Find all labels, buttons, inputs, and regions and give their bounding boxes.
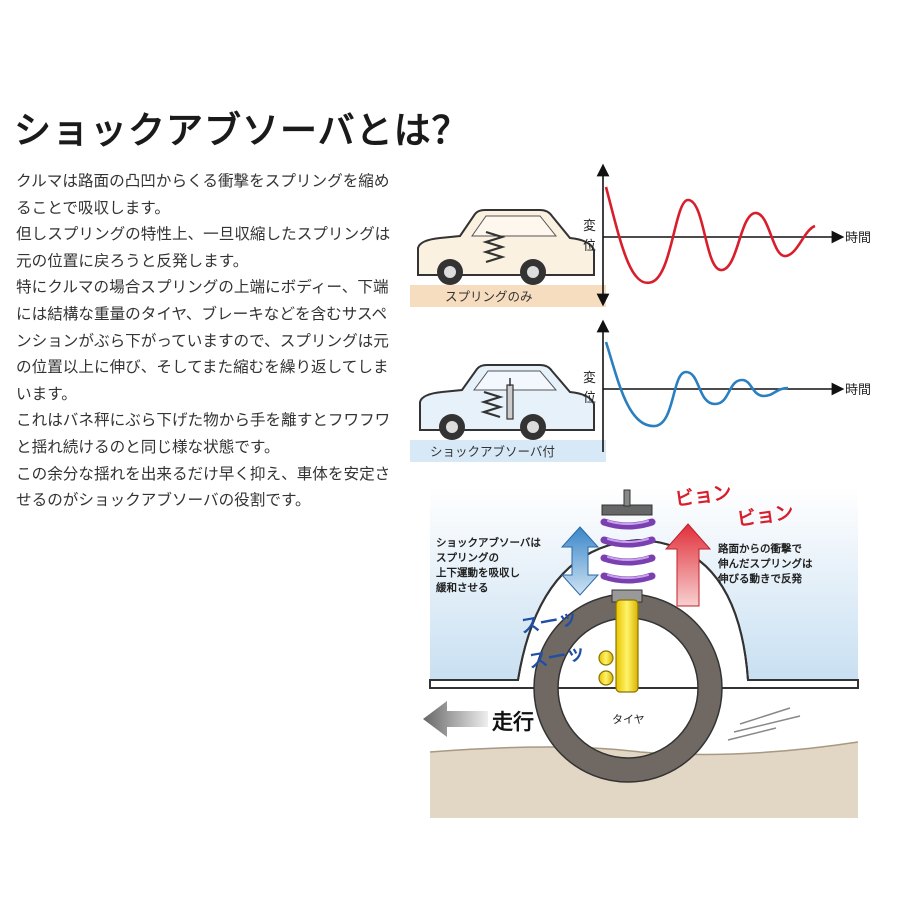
description-text: クルマは路面の凸凹からくる衝撃をスプリングを縮めることで吸収します。 但しスプリ…: [16, 168, 396, 514]
band-spring-only: [410, 285, 606, 307]
car-with-absorber-icon: [419, 364, 595, 440]
tire-label: タイヤ: [612, 713, 645, 726]
direction-arrow-icon: [423, 701, 488, 737]
y-label-top-1: 変: [583, 218, 596, 234]
curve-spring-only: [604, 186, 816, 285]
paragraph-2: 但しスプリングの特性上、一旦収縮したスプリングは元の位置に戻ろうと反発します。: [16, 225, 391, 270]
right-note-line-3: 伸びる動きで反発: [717, 572, 802, 585]
left-note: ショックアブソーバは スプリングの 上下運動を吸収し 緩和させる: [436, 536, 541, 594]
page-title: ショックアブソーバとは？: [14, 109, 470, 152]
car-spring-only-icon: [417, 209, 595, 285]
y-label-bottom-1: 変: [583, 370, 596, 386]
paragraph-5: この余分な揺れを出来るだけ早く抑え、車体を安定させるのがショックアブソーバの役割…: [16, 464, 391, 510]
paragraph-3: 特にクルマの場合スプリングの上端にボディー、下端には結構な重量のタイヤ、ブレーキ…: [16, 278, 389, 403]
right-note-line-2: 伸んだスプリングは: [717, 557, 813, 570]
band-with-absorber: [410, 440, 606, 462]
band-label-spring-only: スプリングのみ: [445, 289, 533, 304]
y-label-top-2: 位: [583, 239, 596, 254]
sfx-red-1: ビョン: [674, 481, 734, 511]
y-label-bottom-2: 位: [583, 391, 596, 406]
paragraph-1: クルマは路面の凸凹からくる衝撃をスプリングを縮めることで吸収します。: [16, 172, 390, 217]
direction-label: 走行: [492, 710, 534, 734]
curve-with-absorber: [604, 341, 789, 428]
left-note-line-3: 上下運動を吸収し: [436, 566, 520, 579]
left-note-line-4: 緩和させる: [436, 581, 489, 594]
up-arrow-red-icon: [664, 523, 712, 607]
x-label-top: 時間: [845, 231, 871, 246]
right-note-line-1: 路面からの衝撃で: [718, 542, 802, 555]
sfx-blue-2: スーッ: [527, 641, 587, 673]
motion-lines-icon: [727, 707, 801, 741]
right-note: 路面からの衝撃で 伸んだスプリングは 伸びる動きで反発: [717, 542, 813, 585]
left-note-line-2: スプリングの: [436, 551, 499, 564]
sfx-red-2: ビョン: [736, 501, 796, 531]
paragraph-4: これはバネ秤にぶら下げた物から手を離すとフワフワと揺れ続けるのと同じ様な状態です…: [16, 411, 391, 456]
band-label-with-absorber: ショックアブソーバ付: [430, 444, 555, 459]
updown-arrow-blue-icon: [560, 526, 600, 596]
shock-absorber-icon: [598, 489, 656, 693]
sfx-blue-1: スーッ: [519, 606, 579, 638]
left-note-line-1: ショックアブソーバは: [436, 536, 541, 549]
x-label-bottom: 時間: [845, 383, 871, 398]
